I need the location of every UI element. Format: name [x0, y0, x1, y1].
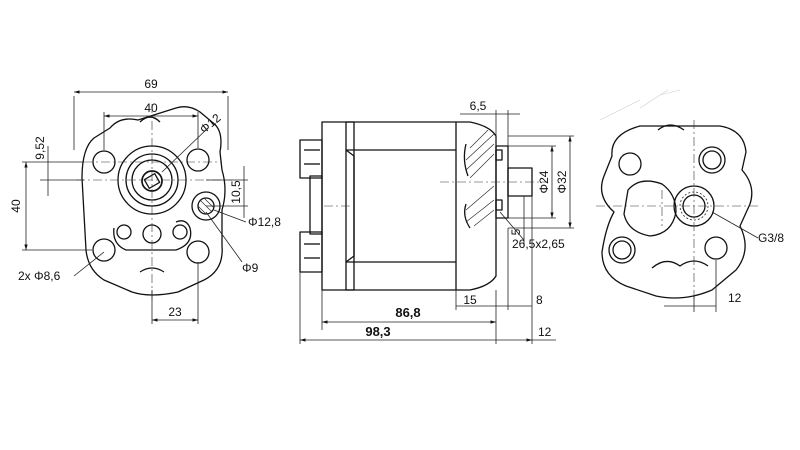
- rear-hole-bottom-left-inner: [612, 240, 632, 260]
- dim-offset: 9,52: [33, 136, 47, 160]
- side-fitting-top: [299, 139, 323, 179]
- dim-port-hole: Φ9: [242, 261, 259, 275]
- rear-hole-top-left: [618, 152, 642, 176]
- rear-recess: [623, 180, 677, 237]
- front-hole-right: [186, 148, 210, 172]
- dim-height: 40: [9, 199, 23, 213]
- dim-pilot: Φ24: [537, 170, 551, 193]
- dim-port-offset: 10,5: [229, 180, 243, 204]
- dim-width: 69: [144, 77, 158, 91]
- dim-body: 86,8: [395, 305, 420, 320]
- dim-holes: 2x Φ8,6: [18, 269, 61, 283]
- dim-bottom-front: 23: [168, 305, 182, 319]
- dim-port-dia: Φ12,8: [248, 215, 281, 229]
- dim-bolt-spacing: 40: [144, 101, 158, 115]
- dim-total: 98,3: [365, 324, 390, 339]
- dim-outer: Φ32: [555, 170, 569, 193]
- rear-hole-top-right-inner: [702, 150, 722, 170]
- dim-oring: 26,5x2,65: [512, 237, 565, 251]
- front-hole-bottom-right: [186, 240, 210, 264]
- watermark: [599, 89, 681, 121]
- dim-flange: 6,5: [470, 99, 487, 113]
- dim-shaft-len: 15: [463, 293, 477, 307]
- front-hole-bottom-left: [92, 238, 116, 262]
- dim-shaft-end: 8: [536, 293, 543, 307]
- rear-outline: [600, 125, 753, 299]
- rear-hole-bottom-right: [704, 236, 728, 260]
- rear-hole-top-right-outer: [698, 146, 726, 174]
- rear-hole-bottom-left-outer: [608, 236, 636, 264]
- dim-thread: G3/8: [758, 231, 784, 245]
- side-body: [345, 121, 457, 291]
- dim-right: 12: [538, 325, 552, 339]
- dim-bottom-rear: 12: [728, 291, 742, 305]
- shaft-key: [143, 173, 161, 189]
- side-view: 6,5 Φ24 Φ32 5 26,5x2,65 86,8 15 8: [299, 99, 574, 344]
- rear-view: G3/8 12: [596, 120, 784, 312]
- dim-step: 5: [509, 228, 523, 235]
- front-flange-outline: [81, 106, 226, 296]
- side-fitting-bottom: [299, 231, 323, 273]
- front-view: 69 40 Φ12 9,52 40 10,5 Φ12,8 Φ9 2x Φ8,6: [9, 77, 281, 324]
